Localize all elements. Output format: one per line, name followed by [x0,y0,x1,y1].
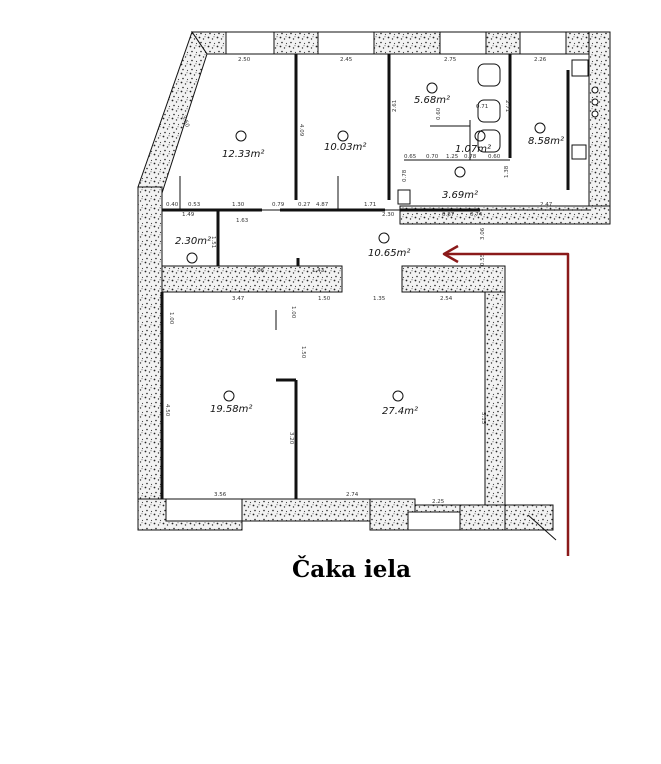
dimension-label: 2.30 [382,212,395,218]
room-area-label: 1.07m² [455,144,491,155]
room-area-label: 10.03m² [324,142,366,153]
dimension-label: 0.40 [166,202,179,208]
street-label: Čaka iela [292,556,412,583]
room-area-label: 10.65m² [368,248,410,259]
dimension-label: 0.74 [470,212,483,218]
thin-lines [162,120,590,541]
dimension-label: 4.50 [164,404,170,417]
dimension-label: 1.35 [373,296,386,302]
dimension-label: 1.00 [290,306,296,319]
dimension-label: 1.63 [236,218,249,224]
dimension-label: 0.78 [402,169,408,182]
dimension-label: 2.71 [504,100,510,112]
dimension-label: 0.87 [442,212,455,218]
dimension-label: 2.75 [444,57,457,63]
dimension-label: 1.25 [446,154,459,160]
dimension-label: 2.61 [392,100,398,112]
dimension-label: 1.43 [312,268,325,274]
dimension-label: 0.70 [426,154,439,160]
dimension-label: 1.49 [182,212,195,218]
room-area-label: 19.58m² [210,404,252,415]
room-area-label: 8.58m² [528,136,564,147]
dimension-label: 3.50 [180,115,190,129]
room-markers [186,82,546,402]
dimension-label: 1.51 [210,236,216,248]
dimension-label: 4.09 [298,124,304,137]
dimension-label: 1.06 [252,268,265,274]
dimension-label: 3.56 [214,492,227,498]
windows [165,31,567,531]
dimension-label: 3.06 [480,227,486,240]
entrance-arrow [442,244,570,556]
dimension-label: 3.20 [288,432,294,445]
dimension-label: 2.54 [440,296,453,302]
dimension-label: 0.60 [436,107,442,120]
bathroom-fixtures [397,59,599,205]
dimension-label: 2.26 [534,57,547,63]
dimension-label: 2.47 [540,202,553,208]
dimension-label: 0.55 [480,253,486,266]
room-area-label: 5.68m² [414,95,450,106]
dimension-label: 0.65 [404,154,417,160]
dimension-label: 2.50 [238,57,251,63]
room-area-label: 3.69m² [442,190,478,201]
room-area-labels: 12.33m² 10.03m² 5.68m² 1.07m² 8.58m² 3.6… [175,95,564,417]
room-area-label: 2.30m² [175,236,211,247]
dimension-label: 1.38 [504,165,510,178]
dimension-label: 1.30 [232,202,245,208]
dimension-label: 2.25 [432,499,445,505]
room-area-label: 27.4m² [382,406,418,417]
dimension-label: 1.50 [318,296,331,302]
room-area-label: 12.33m² [222,149,264,160]
dimension-label: 5.15 [480,412,486,425]
dimension-label: 0.53 [188,202,201,208]
dimension-label: 4.87 [316,202,329,208]
dimension-label: 1.50 [300,346,306,359]
dimension-label: 1.71 [364,202,376,208]
dimension-label: 1.00 [168,312,174,325]
dimension-label: 3.47 [232,296,245,302]
dimension-label: 2.45 [340,57,353,63]
dimension-label: 0.27 [298,202,311,208]
dimension-labels: 2.50 2.45 2.75 2.26 3.50 4.09 2.61 0.71 … [164,57,553,505]
dimension-label: 0.60 [488,154,501,160]
dimension-label: 0.78 [464,154,477,160]
dimension-label: 0.79 [272,202,285,208]
exterior-walls [137,30,611,531]
dimension-label: 0.71 [476,104,488,110]
dimension-label: 2.74 [346,492,359,498]
